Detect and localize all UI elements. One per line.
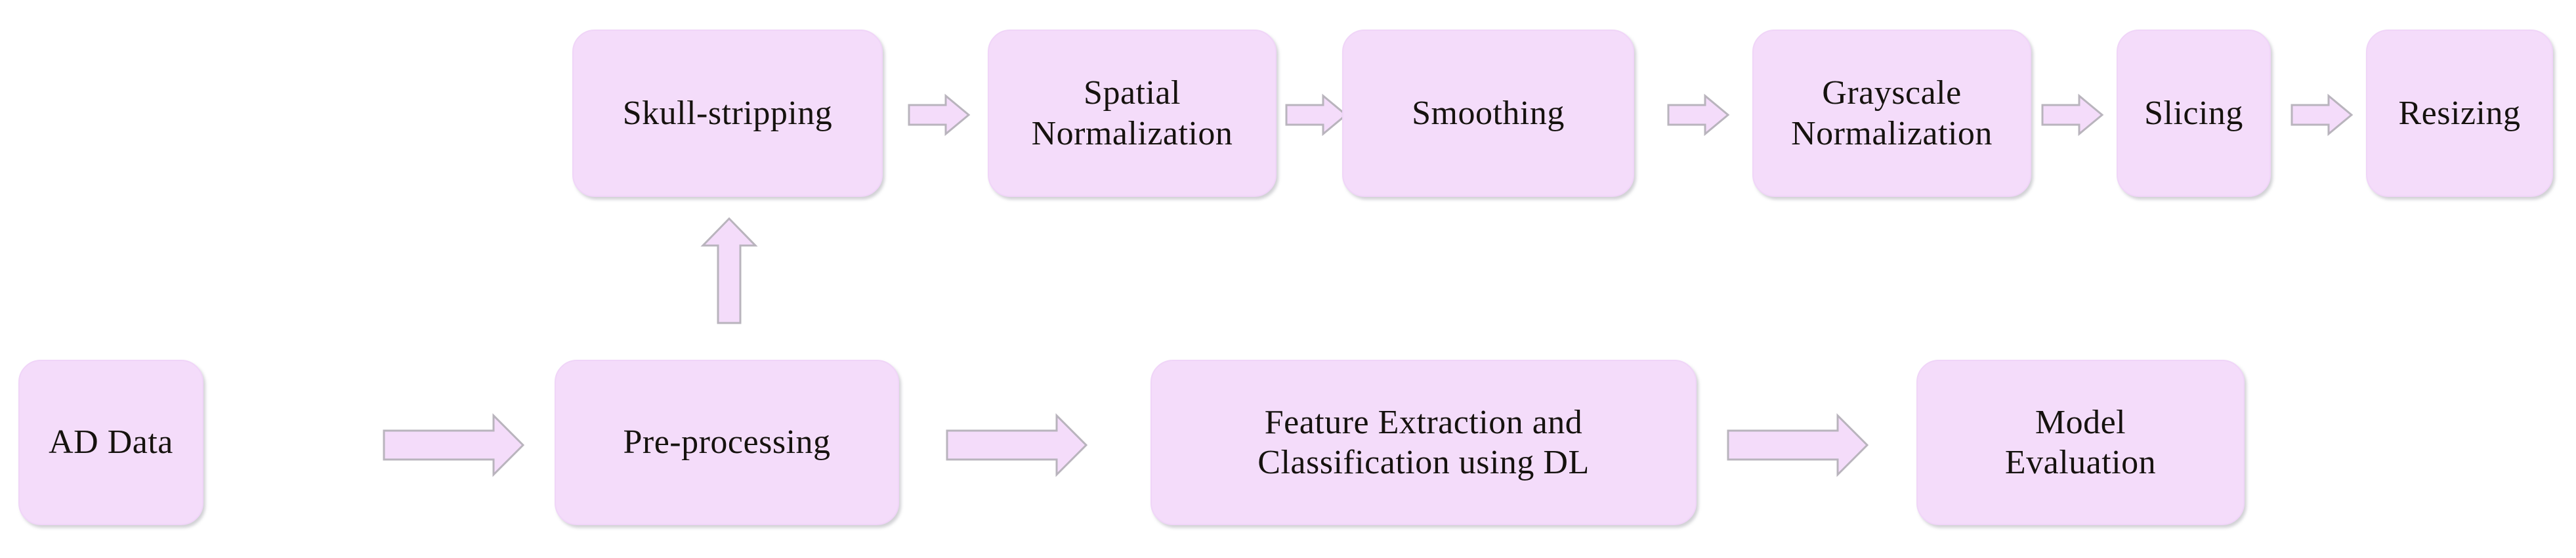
node-grayscale-normalization[interactable]: Grayscale Normalization <box>1752 30 2031 197</box>
node-label: Feature Extraction and Classification us… <box>1257 403 1590 481</box>
node-ad-data[interactable]: AD Data <box>18 360 203 525</box>
arrow-right-icon-slicing-to-resizing <box>2291 93 2354 137</box>
node-label: Spatial Normalization <box>1031 74 1233 152</box>
arrow-right-icon-grayscale-to-slicing <box>2041 93 2104 137</box>
arrow-up-icon-preprocessing-to-skull-stripping <box>700 217 758 325</box>
node-pre-processing[interactable]: Pre-processing <box>555 360 899 525</box>
node-label: Grayscale Normalization <box>1791 74 1993 152</box>
node-slicing[interactable]: Slicing <box>2117 30 2271 197</box>
node-skull-stripping[interactable]: Skull-stripping <box>572 30 883 197</box>
node-label: Smoothing <box>1412 94 1565 132</box>
node-label: Slicing <box>2144 94 2243 132</box>
arrow-right-icon-skull-to-spatial <box>908 93 971 137</box>
node-model-evaluation[interactable]: Model Evaluation <box>1916 360 2245 525</box>
arrow-right-icon-feature-extraction-to-model-evaluation <box>1726 413 1869 477</box>
node-label: Skull-stripping <box>622 94 833 132</box>
node-label: Resizing <box>2398 94 2521 132</box>
node-resizing[interactable]: Resizing <box>2366 30 2553 197</box>
arrow-right-icon-addata-to-preprocessing <box>382 413 525 477</box>
node-smoothing[interactable]: Smoothing <box>1342 30 1634 197</box>
node-label: Pre-processing <box>623 423 831 461</box>
arrow-right-icon-smoothing-to-grayscale <box>1667 93 1730 137</box>
node-feature-extraction[interactable]: Feature Extraction and Classification us… <box>1151 360 1697 525</box>
arrow-right-icon-preprocessing-to-feature-extraction <box>945 413 1088 477</box>
node-label: Model Evaluation <box>2004 403 2157 481</box>
node-label: AD Data <box>49 423 173 461</box>
node-spatial-normalization[interactable]: Spatial Normalization <box>988 30 1277 197</box>
arrow-right-icon-spatial-to-smoothing <box>1285 93 1348 137</box>
